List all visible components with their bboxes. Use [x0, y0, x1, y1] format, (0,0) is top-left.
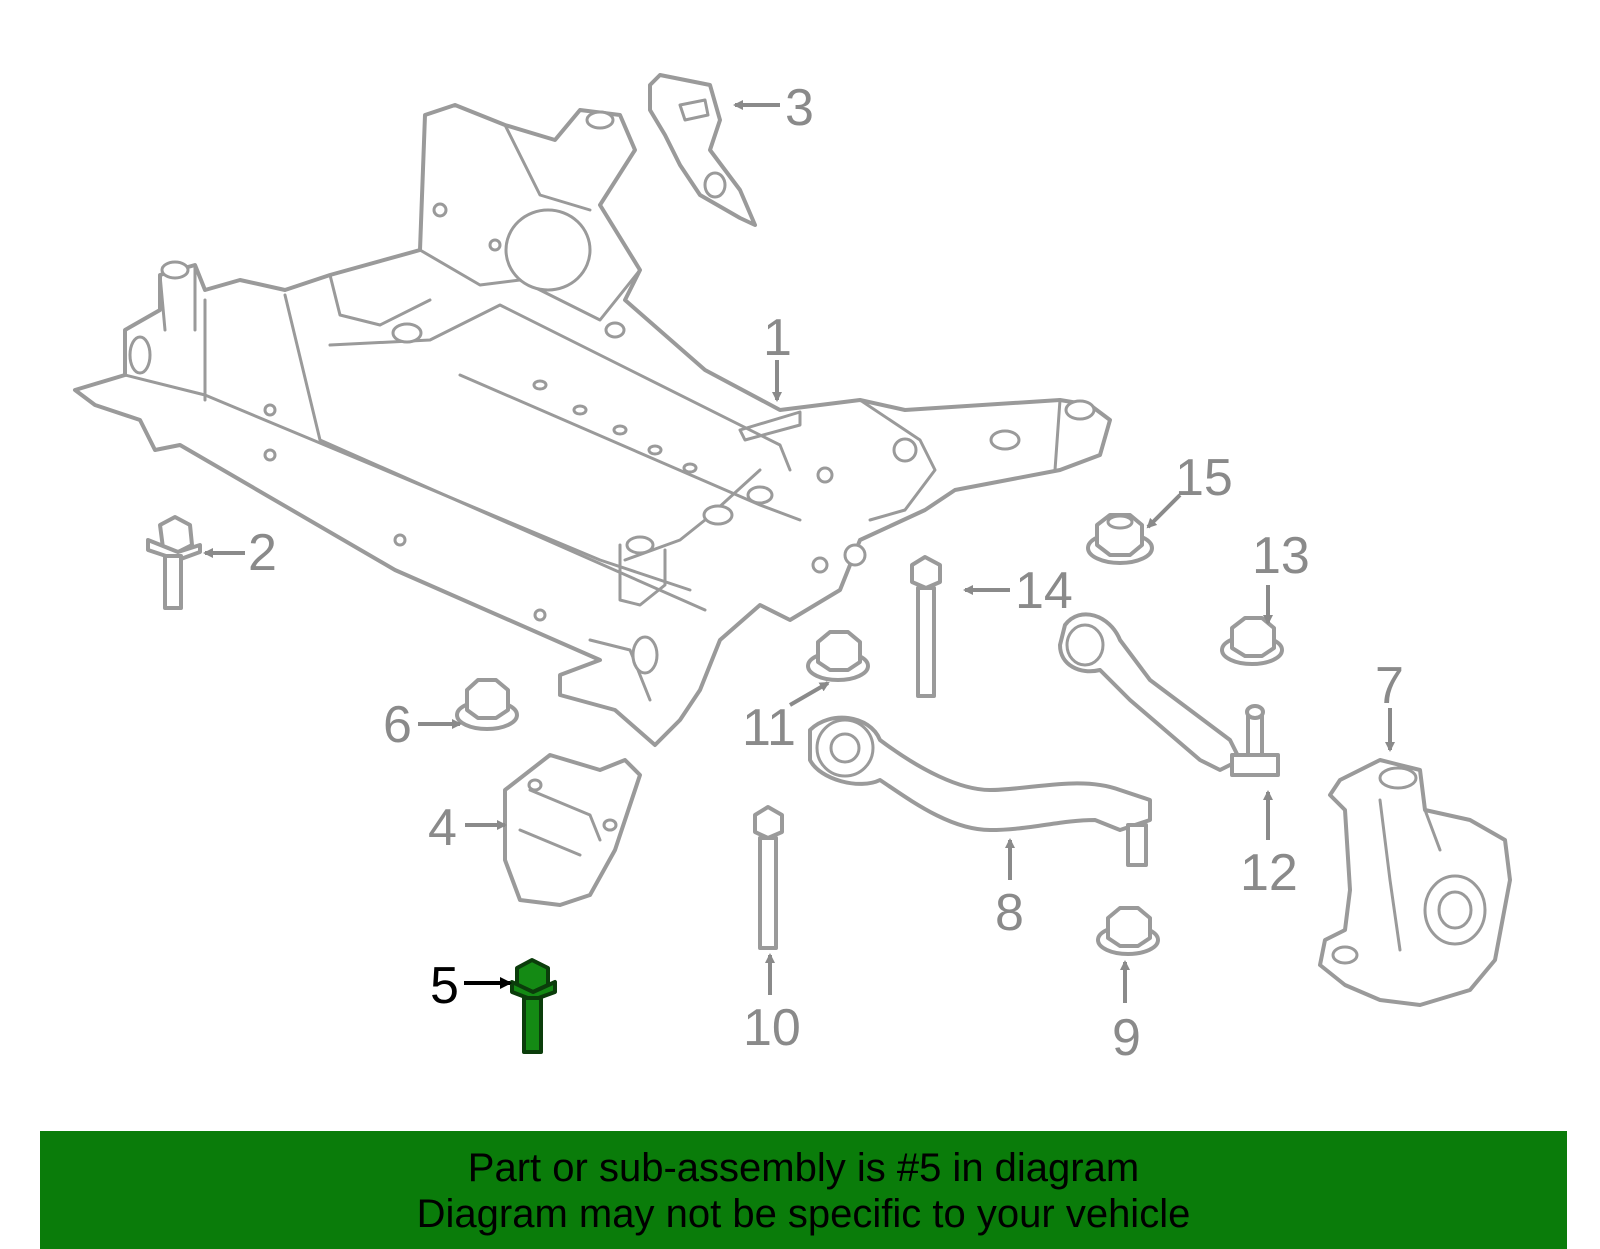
- callout-8: 8: [995, 884, 1024, 942]
- bolt-part-14: [910, 555, 942, 698]
- callout-1: 1: [763, 309, 792, 367]
- nut-part-13: [1220, 616, 1284, 666]
- callout-13: 13: [1252, 527, 1310, 585]
- bolt-part-2: [146, 515, 202, 610]
- callout-10: 10: [743, 999, 801, 1057]
- nut-part-6: [455, 678, 519, 731]
- callout-12: 12: [1240, 844, 1298, 902]
- bracket-part-4: [503, 753, 642, 907]
- banner-line-2: Diagram may not be specific to your vehi…: [416, 1192, 1191, 1236]
- bolt-part-10: [753, 805, 784, 950]
- link-arm-part-12: [1058, 612, 1280, 777]
- bolt-part-5-highlighted[interactable]: [510, 958, 557, 1054]
- nut-part-9: [1096, 906, 1160, 956]
- leader-arrows: [203, 100, 1395, 1003]
- callout-11: 11: [742, 699, 796, 757]
- callout-6: 6: [383, 696, 412, 754]
- banner-line-1: Part or sub-assembly is #5 in diagram: [467, 1146, 1140, 1190]
- callout-14: 14: [1015, 562, 1073, 620]
- subframe-part-1: [73, 103, 1112, 747]
- parts-diagram: 1 2 3 4 5 6 7 8 9 10 11 12 13 14 15: [73, 73, 1512, 1067]
- bracket-part-3: [648, 73, 757, 227]
- callout-3: 3: [785, 79, 814, 137]
- callout-2: 2: [248, 524, 277, 582]
- callout-4: 4: [428, 799, 457, 857]
- control-arm-part-8: [808, 715, 1152, 867]
- nut-part-15: [1086, 513, 1154, 565]
- callout-7: 7: [1375, 657, 1404, 715]
- callout-15: 15: [1175, 449, 1233, 507]
- callout-5: 5: [430, 957, 459, 1015]
- info-banner: Part or sub-assembly is #5 in diagram Di…: [40, 1131, 1567, 1249]
- callout-9: 9: [1112, 1009, 1141, 1067]
- knuckle-part-7: [1318, 758, 1512, 1007]
- nut-part-11: [806, 630, 870, 682]
